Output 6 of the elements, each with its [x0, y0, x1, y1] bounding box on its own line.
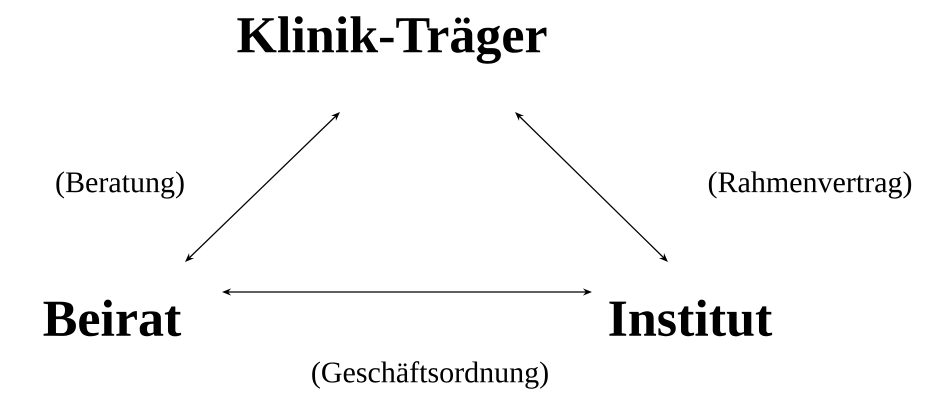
edge-label: (Rahmenvertrag) [708, 171, 912, 199]
edge-label: (Geschäftsordnung) [312, 361, 548, 389]
node-label: Institut [609, 300, 772, 336]
edge-label: (Beratung) [56, 171, 184, 199]
node-label: Beirat [44, 300, 182, 336]
node-label: Klinik-Träger [237, 16, 546, 64]
